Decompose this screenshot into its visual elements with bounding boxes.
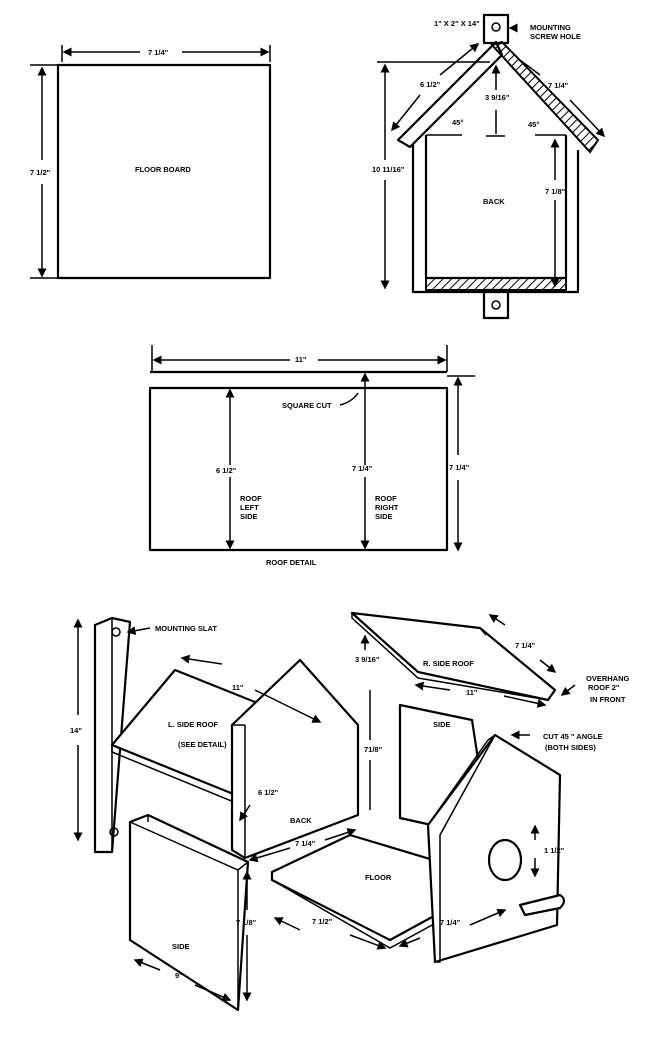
slat-size-label: 1" X 2" X 14" [434, 19, 480, 28]
overhang-label: OVERHANG [586, 674, 630, 683]
side-height-label: 7 1/8" [236, 918, 257, 927]
floor-board-drawing: 7 1/4" 7 1/2" FLOOR BOARD [30, 45, 272, 280]
cut-angle-label: CUT 45 " ANGLE [543, 732, 603, 741]
floor-width-label: 7 1/4" [148, 48, 169, 57]
back-wall-height: 7 1/8" [545, 187, 566, 196]
screw-hole-label-2: SCREW HOLE [530, 32, 581, 41]
back-angle-left: 45° [452, 118, 463, 127]
cut-angle-label: (BOTH SIDES) [545, 743, 596, 752]
back-wall-dim: 71/8" [364, 745, 383, 754]
mounting-slat-label: MOUNTING SLAT [155, 624, 217, 633]
hole-size-label: 1 1/2" [544, 846, 565, 855]
l-roof-depth-label: 6 1/2" [258, 788, 279, 797]
l-roof-label-2: (SEE DETAIL) [178, 740, 227, 749]
roof-left-label: SIDE [240, 512, 258, 521]
slat-length-label: 14" [70, 726, 82, 735]
back-roof-left-label: 6 1/2" [420, 80, 441, 89]
exploded-view-drawing: MOUNTING SLAT 14" 11" L. SIDE ROOF (SEE … [70, 611, 630, 1012]
back-total-height: 10 11/16" [372, 165, 405, 174]
back-label: BACK [483, 197, 505, 206]
back-roof-right-label: 7 1/4" [548, 81, 569, 90]
back-peak-label: 3 9/16" [485, 93, 510, 102]
back-piece-label: BACK [290, 816, 312, 825]
floor-depth-label: 7 1/2" [312, 917, 333, 926]
r-roof-depth-label: 7 1/4" [515, 641, 536, 650]
roof-right-label: RIGHT [375, 503, 399, 512]
side-width-label: 9" [175, 971, 183, 980]
overhang-label: ROOF 2" [588, 683, 620, 692]
back-view-drawing: 1" X 2" X 14" MOUNTING SCREW HOLE 6 1/2"… [372, 13, 606, 320]
roof-right-height: 7 1/4" [352, 464, 373, 473]
back-angle-right: 45° [528, 120, 539, 129]
back-peak-dim: 3 9/16" [355, 655, 380, 664]
floor-label: FLOOR [365, 873, 392, 882]
l-roof-width-label: 11" [232, 683, 244, 692]
roof-outer-height: 7 1/4" [449, 463, 470, 472]
floor-board-label: FLOOR BOARD [135, 165, 191, 174]
l-roof-label-1: L. SIDE ROOF [168, 720, 218, 729]
back-width-label: 7 1/4" [295, 839, 316, 848]
roof-right-label: ROOF [375, 494, 397, 503]
r-roof-width-label: 11" [466, 688, 478, 697]
screw-hole-label-1: MOUNTING [530, 23, 571, 32]
floor-width-dim: 7 1/4" [440, 918, 461, 927]
roof-left-label: ROOF [240, 494, 262, 503]
square-cut-label: SQUARE CUT [282, 401, 332, 410]
right-side-label: SIDE [433, 720, 451, 729]
roof-right-label: SIDE [375, 512, 393, 521]
roof-left-height: 6 1/2" [216, 466, 237, 475]
r-roof-label: R. SIDE ROOF [423, 659, 474, 668]
roof-width-label: 11" [295, 355, 307, 364]
left-side-label: SIDE [172, 942, 190, 951]
roof-detail-drawing: 11" SQUARE CUT 6 1/2" 7 1/4" 7 1/4" ROOF… [148, 345, 475, 567]
overhang-label: IN FRONT [590, 695, 626, 704]
roof-detail-caption: ROOF DETAIL [266, 558, 317, 567]
floor-height-label: 7 1/2" [30, 168, 51, 177]
roof-left-label: LEFT [240, 503, 259, 512]
